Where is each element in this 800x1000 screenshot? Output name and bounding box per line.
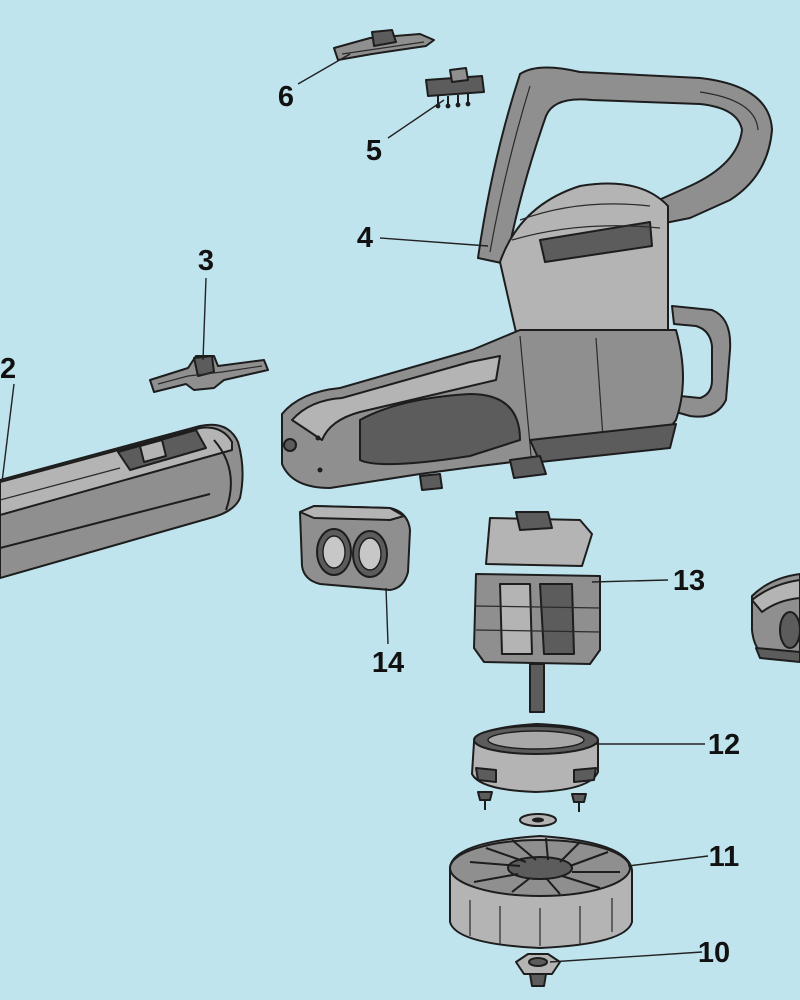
- motor-icon: [473, 511, 601, 713]
- leader-line-5: [387, 99, 445, 139]
- fan-nut-icon: [515, 953, 561, 987]
- leader-line-3: [202, 277, 207, 361]
- leader-line-11: [627, 855, 709, 867]
- leader-line-2: [1, 383, 15, 483]
- part-label-2: 2: [0, 353, 16, 385]
- switch-cover-icon: [333, 29, 435, 61]
- leader-line-6: [297, 53, 351, 85]
- switch-icon: [425, 67, 485, 109]
- part-label-11: 11: [709, 841, 740, 873]
- leader-line-4: [379, 237, 489, 247]
- screw-icon: [477, 791, 587, 812]
- motor-mount-icon: [299, 505, 411, 591]
- part-labels: 2 3 4 5 6 10 11 12 13 14: [0, 81, 740, 969]
- part-label-10: 10: [698, 937, 730, 969]
- blower-tube-icon: [0, 423, 244, 579]
- part-label-5: 5: [366, 135, 382, 167]
- part-label-14: 14: [372, 647, 404, 679]
- part-label-4: 4: [357, 222, 373, 254]
- partial-part-icon: [751, 573, 800, 663]
- part-label-6: 6: [278, 81, 294, 113]
- leader-lines: [1, 53, 709, 963]
- washer-icon: [519, 813, 557, 827]
- housing-icon: [281, 66, 773, 491]
- part-label-3: 3: [198, 245, 214, 277]
- part-label-13: 13: [673, 565, 705, 597]
- leader-line-14: [385, 587, 389, 645]
- latch-clip-icon: [149, 355, 269, 393]
- part-label-12: 12: [708, 729, 740, 761]
- impeller-fan-icon: [449, 835, 633, 949]
- leader-line-13: [591, 579, 669, 583]
- fan-shroud-icon: [471, 723, 599, 793]
- leader-line-10: [549, 951, 703, 963]
